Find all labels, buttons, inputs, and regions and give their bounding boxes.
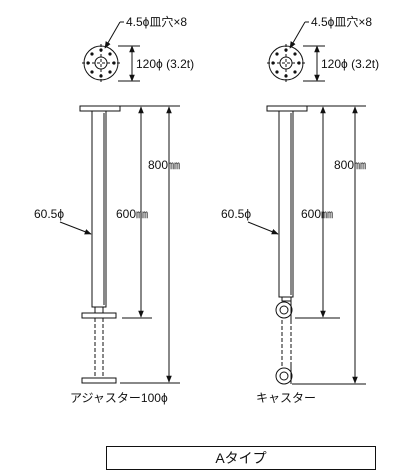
- right-leg-elevation: [247, 105, 366, 385]
- right-hole-label: 4.5ϕ皿穴×8: [311, 14, 372, 29]
- left-overall-height-label: 800㎜: [148, 158, 180, 172]
- right-overall-height-label: 800㎜: [334, 158, 366, 172]
- left-leg-elevation: [59, 105, 180, 384]
- left-diameter-label: 60.5ϕ: [34, 207, 64, 221]
- right-plate-label: 120ϕ (3.2t): [321, 57, 379, 71]
- left-flange-plan: [82, 21, 140, 82]
- right-flange-plan: [267, 21, 325, 82]
- right-pipe-height-label: 600㎜: [301, 207, 333, 221]
- left-caption: アジャスター100ϕ: [70, 391, 168, 405]
- type-label-box: Aタイプ: [106, 446, 376, 470]
- left-leg-drawing: [59, 21, 180, 384]
- type-label: Aタイプ: [215, 450, 267, 466]
- right-leg-drawing: [247, 21, 366, 385]
- left-hole-label: 4.5ϕ皿穴×8: [126, 14, 187, 29]
- left-pipe-height-label: 600㎜: [116, 207, 148, 221]
- left-plate-label: 120ϕ (3.2t): [136, 57, 194, 71]
- right-caption: キャスター: [256, 391, 316, 405]
- right-diameter-label: 60.5ϕ: [221, 207, 251, 221]
